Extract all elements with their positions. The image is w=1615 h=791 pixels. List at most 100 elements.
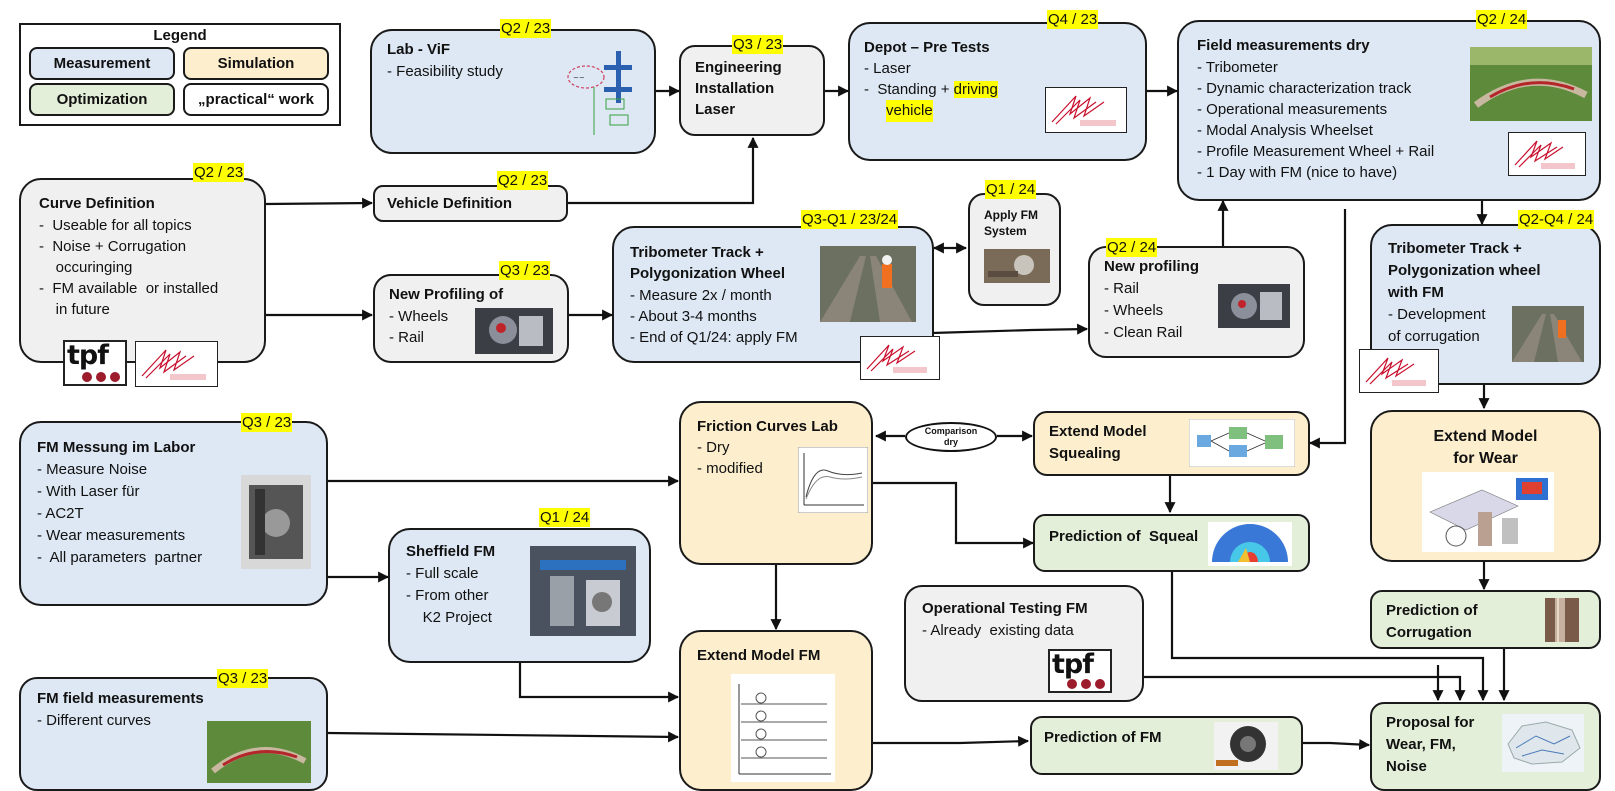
box-title: Curve Definition xyxy=(39,195,155,212)
box-item: - Modal Analysis Wheelset xyxy=(1197,122,1373,139)
box-item: - From other xyxy=(406,587,489,604)
switzerland-map-image xyxy=(1502,714,1584,772)
box-title-line: Wear, FM, xyxy=(1386,736,1456,753)
legend-measurement: Measurement xyxy=(29,47,175,80)
box-item: - Measure Noise xyxy=(37,461,148,478)
ellipse-text-line: dry xyxy=(943,437,958,447)
box-title: Prediction of FM xyxy=(1044,729,1162,746)
box-operational-testing-fm: Operational Testing FM - Already existin… xyxy=(904,585,1144,702)
sheffield-rig-photo xyxy=(530,546,636,636)
quarter-tag: Q2 / 24 xyxy=(1476,10,1528,29)
legend: Legend Measurement Simulation Optimizati… xyxy=(19,23,341,126)
box-item: - Clean Rail xyxy=(1104,324,1183,341)
mgb-logo-graphic xyxy=(866,344,927,373)
box-item: - Tribometer xyxy=(1197,59,1278,76)
legend-practical: „practical“ work xyxy=(183,83,329,116)
logo-dot xyxy=(1067,679,1077,689)
quarter-tag: Q4 / 23 xyxy=(1047,10,1099,29)
box-sheffield-fm: Sheffield FM - Full scale - From other K… xyxy=(388,528,651,663)
profiling-photo xyxy=(475,308,553,354)
logo-dot xyxy=(82,372,92,382)
box-friction-curves-lab: Friction Curves Lab - Dry - modified xyxy=(679,401,873,565)
box-item: - 1 Day with FM (nice to have) xyxy=(1197,164,1398,181)
ellipse-text-line: Comparison xyxy=(924,426,978,436)
highlight-text: driving xyxy=(953,81,998,98)
box-item: - Development xyxy=(1388,306,1486,323)
box-item: - Already existing data xyxy=(922,622,1074,639)
box-item: - All parameters partner xyxy=(37,549,203,566)
box-title-line: Corrugation xyxy=(1386,624,1472,641)
box-new-profiling: New profiling - Rail - Wheels - Clean Ra… xyxy=(1088,246,1305,358)
box-title: Prediction of Squeal xyxy=(1049,528,1199,545)
box-item: - About 3-4 months xyxy=(630,308,757,325)
box-title-line: Noise xyxy=(1386,758,1427,775)
box-title-line: Extend Model xyxy=(1433,428,1538,445)
box-item: - Wheels xyxy=(389,308,449,325)
quarter-tag: Q3-Q1 / 23/24 xyxy=(801,210,899,229)
track-worker-photo xyxy=(1512,306,1584,362)
matterhorn-gotthard-logo xyxy=(135,341,218,387)
mgb-logo-graphic xyxy=(1514,140,1575,169)
box-title-line: Engineering xyxy=(695,59,782,76)
profiling-photo xyxy=(1218,284,1290,328)
box-title: FM field measurements xyxy=(37,690,204,707)
fm-distance-plot xyxy=(731,674,835,782)
box-curve-definition: Curve Definition - Useable for all topic… xyxy=(19,178,266,363)
fm-system-photo xyxy=(984,249,1050,283)
box-item: - Different curves xyxy=(37,712,151,729)
box-item: - AC2T xyxy=(37,505,84,522)
box-new-profiling-of: New Profiling of - Wheels - Rail xyxy=(373,274,569,363)
box-item: - Measure 2x / month xyxy=(630,287,772,304)
box-item: - End of Q1/24: apply FM xyxy=(630,329,798,346)
box-item: K2 Project xyxy=(406,609,492,626)
highlight-text: vehicle xyxy=(886,100,933,122)
tpf-logo: tpf xyxy=(63,340,127,386)
box-item: in future xyxy=(39,301,110,318)
box-title-line: for Wear xyxy=(1453,450,1518,467)
corrugation-photo xyxy=(1545,598,1579,642)
box-item: - With Laser für xyxy=(37,483,140,500)
quarter-tag: Q2 / 23 xyxy=(500,19,552,38)
mgb-logo-graphic xyxy=(1051,95,1116,126)
box-title-line: Laser xyxy=(695,101,736,118)
box-item: - FM available or installed xyxy=(39,280,219,297)
squeal-contour-plot xyxy=(1208,522,1292,566)
box-title-line: Squealing xyxy=(1049,445,1121,462)
box-vehicle-definition: Vehicle Definition xyxy=(373,185,568,222)
box-item: - Dry xyxy=(697,439,730,456)
tpf-logo: tpf xyxy=(1048,649,1112,693)
logo-dot xyxy=(1081,679,1091,689)
box-fm-messung-labor: FM Messung im Labor - Measure Noise - Wi… xyxy=(19,421,328,606)
box-extend-model-wear: Extend Model for Wear xyxy=(1370,410,1601,562)
box-title-line: Tribometer Track + xyxy=(630,244,764,261)
matterhorn-gotthard-logo xyxy=(860,336,940,380)
box-item-highlighted: - Standing + driving xyxy=(864,79,998,101)
vif-diagram-image: ~~ xyxy=(567,51,632,135)
wheel-fm-photo xyxy=(1214,722,1278,770)
friction-curve-plot xyxy=(798,447,868,513)
box-prediction-corrugation: Prediction of Corrugation xyxy=(1370,590,1601,649)
box-title-line: System xyxy=(984,224,1027,238)
lab-machine-photo xyxy=(241,475,311,569)
box-extend-model-fm: Extend Model FM xyxy=(679,630,873,791)
mgb-logo-graphic xyxy=(141,349,206,380)
quarter-tag: Q2 / 23 xyxy=(193,163,245,182)
box-title: FM Messung im Labor xyxy=(37,439,196,456)
legend-simulation: Simulation xyxy=(183,47,329,80)
track-worker-photo xyxy=(820,246,916,322)
box-lab-vif: Lab - ViF - Feasibility study ~~ xyxy=(370,29,656,154)
box-title-line: Extend Model xyxy=(1049,423,1147,440)
quarter-tag: Q3 / 23 xyxy=(732,35,784,54)
quarter-tag: Q2 / 24 xyxy=(1106,238,1158,257)
box-item: - Rail xyxy=(1104,280,1140,297)
box-item: - Operational measurements xyxy=(1197,101,1388,118)
box-item: - Full scale xyxy=(406,565,479,582)
box-item: - Wheels xyxy=(1104,302,1164,319)
tpf-logo-text: tpf xyxy=(1052,649,1094,680)
box-apply-fm-system: Apply FM System xyxy=(968,193,1061,306)
box-prediction-squeal: Prediction of Squeal xyxy=(1033,514,1310,572)
box-title-line: Apply FM xyxy=(984,208,1038,222)
quarter-tag: Q3 / 23 xyxy=(241,413,293,432)
svg-text:~~: ~~ xyxy=(573,74,585,82)
box-fm-field-measurements: FM field measurements - Different curves xyxy=(19,677,328,791)
